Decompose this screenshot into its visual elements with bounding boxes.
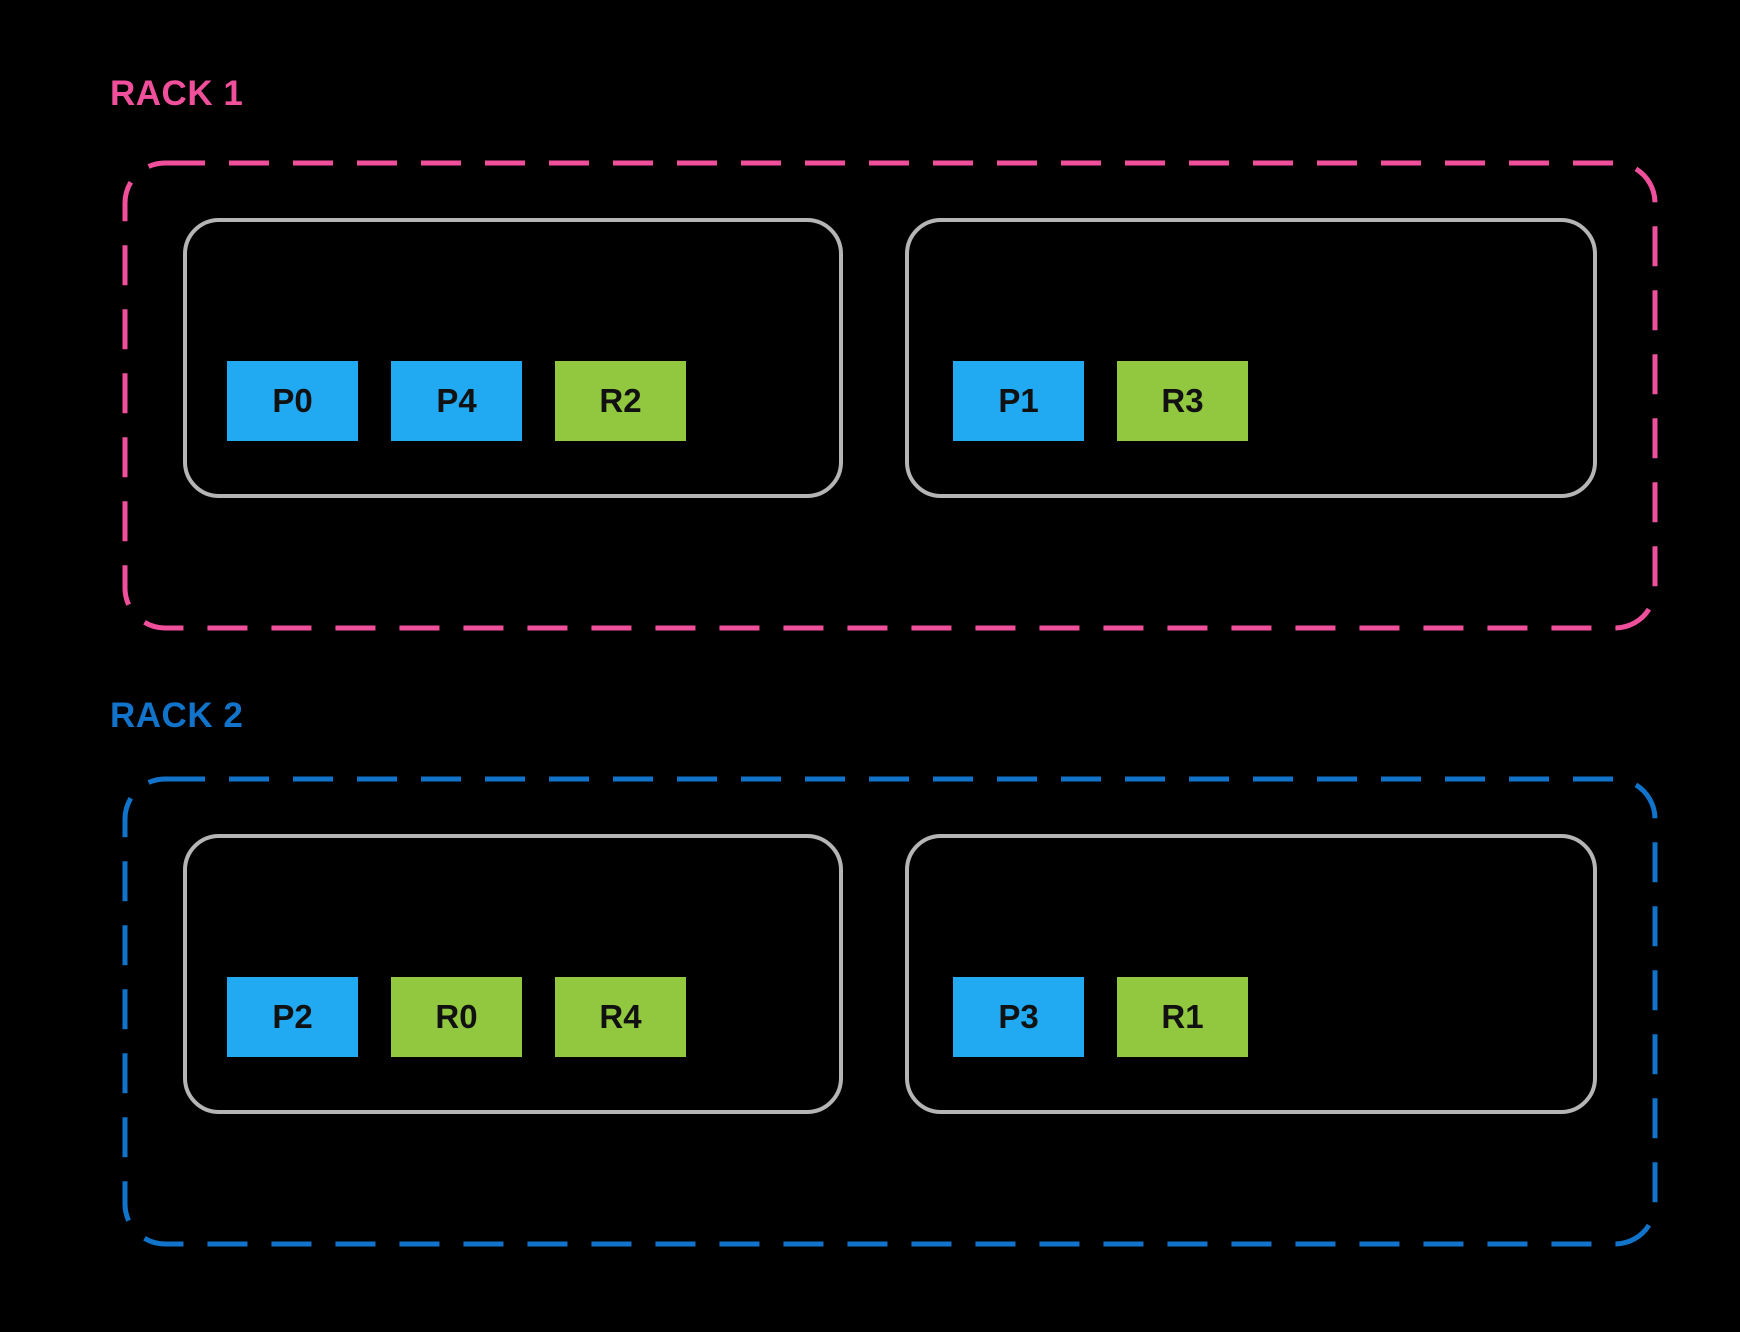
rack-2-dashed-border [122,776,1658,1247]
rack-1-host-1-slots: P0 P4 R2 [227,361,686,441]
rack-1-host-1: P0 P4 R2 [183,218,843,498]
slot-p1: P1 [953,361,1084,441]
rack-1-dashed-border [122,160,1658,631]
rack-1-dashed-border-rect [122,160,1658,631]
rack-2-boundary: P2 R0 R4 P3 R1 [122,776,1658,1247]
rack-1-host-2-slots: P1 R3 [953,361,1248,441]
rack-2-dashed-border-rect [122,776,1658,1247]
slot-p0: P0 [227,361,358,441]
rack-1-host-2: P1 R3 [905,218,1597,498]
rack-2-title: RACK 2 [110,696,244,735]
rack-2-host-1-slots: P2 R0 R4 [227,977,686,1057]
slot-p2: P2 [227,977,358,1057]
slot-p3: P3 [953,977,1084,1057]
slot-r1: R1 [1117,977,1248,1057]
slot-r0: R0 [391,977,522,1057]
slot-r4: R4 [555,977,686,1057]
rack-2-host-2-slots: P3 R1 [953,977,1248,1057]
rack-1-boundary: P0 P4 R2 P1 R3 [122,160,1658,631]
rack-1-title: RACK 1 [110,74,244,113]
slot-r2: R2 [555,361,686,441]
slot-p4: P4 [391,361,522,441]
rack-2-host-2: P3 R1 [905,834,1597,1114]
rack-2-host-1: P2 R0 R4 [183,834,843,1114]
slot-r3: R3 [1117,361,1248,441]
